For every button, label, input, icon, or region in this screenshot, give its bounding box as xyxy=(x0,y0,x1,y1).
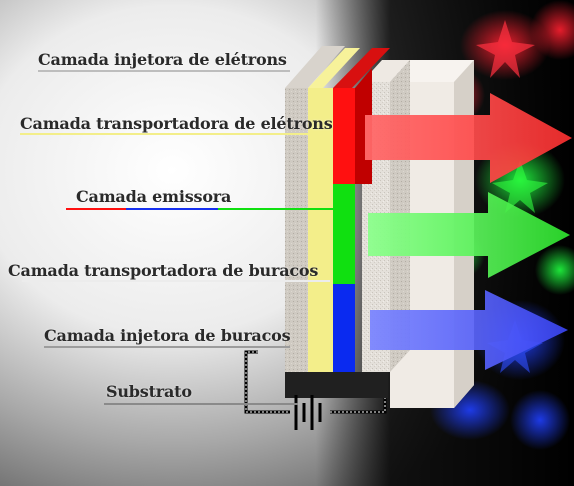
base-block xyxy=(285,372,388,398)
emissive-layer xyxy=(333,48,390,372)
emissive-green xyxy=(333,184,355,284)
leader-lines xyxy=(20,70,338,405)
light-arrow-red-icon xyxy=(365,93,572,183)
label-substrate: Substrato xyxy=(106,382,192,401)
label-hole-injection-layer: Camada injetora de buracos xyxy=(44,326,291,345)
label-electron-injection-layer: Camada injetora de elétrons xyxy=(38,50,287,69)
label-electron-transport-layer: Camada transportadora de elétrons xyxy=(20,114,333,133)
emissive-red xyxy=(333,88,355,184)
electron-transport-slab xyxy=(308,48,360,372)
label-hole-transport-layer: Camada transportadora de buracos xyxy=(8,261,319,280)
electron-injection-slab xyxy=(285,46,345,372)
battery-icon xyxy=(294,395,322,430)
emissive-blue xyxy=(333,284,355,372)
light-arrow-green-icon xyxy=(368,192,570,278)
light-arrow-blue-icon xyxy=(370,290,568,370)
label-emissive-layer: Camada emissora xyxy=(76,187,232,206)
circuit xyxy=(244,350,387,414)
